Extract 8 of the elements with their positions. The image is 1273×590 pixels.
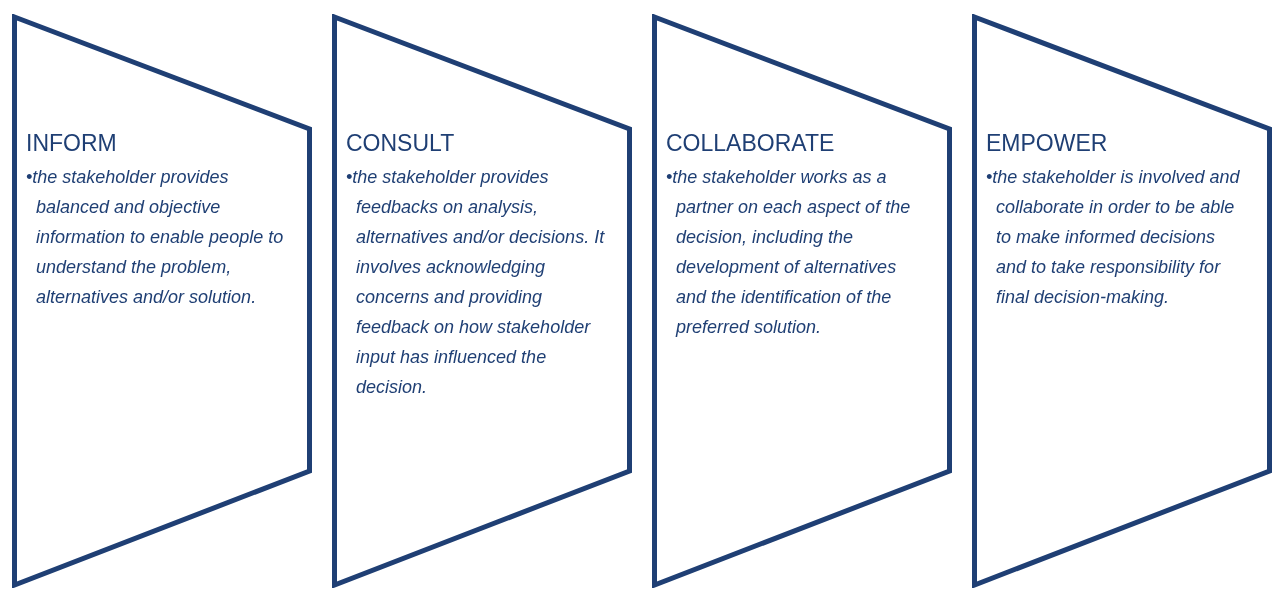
panel-description: •the stakeholder provides balanced and objective information to enable people to understand the problem, alternatives and/or solution.	[26, 166, 285, 309]
panel-description: •the stakeholder works as a partner on each aspect of the decision, including the development of alternatives and the identification of the preferred solution.	[666, 166, 912, 339]
panel-heading: EMPOWER	[986, 129, 1109, 158]
panel-heading: CONSULT	[346, 129, 456, 158]
panel-heading: INFORM	[26, 129, 118, 158]
panel-description: •the stakeholder provides feedbacks on analysis, alternatives and/or decisions. It involves acknowledging concerns and providing feedback on how stakeholder input has influenced the decision.	[346, 166, 606, 399]
panel-description: •the stakeholder is involved and collaborate in order to be able to make informed decisions and to take responsibility for final decision-making.	[986, 166, 1241, 309]
panel-heading: COLLABORATE	[666, 129, 836, 158]
